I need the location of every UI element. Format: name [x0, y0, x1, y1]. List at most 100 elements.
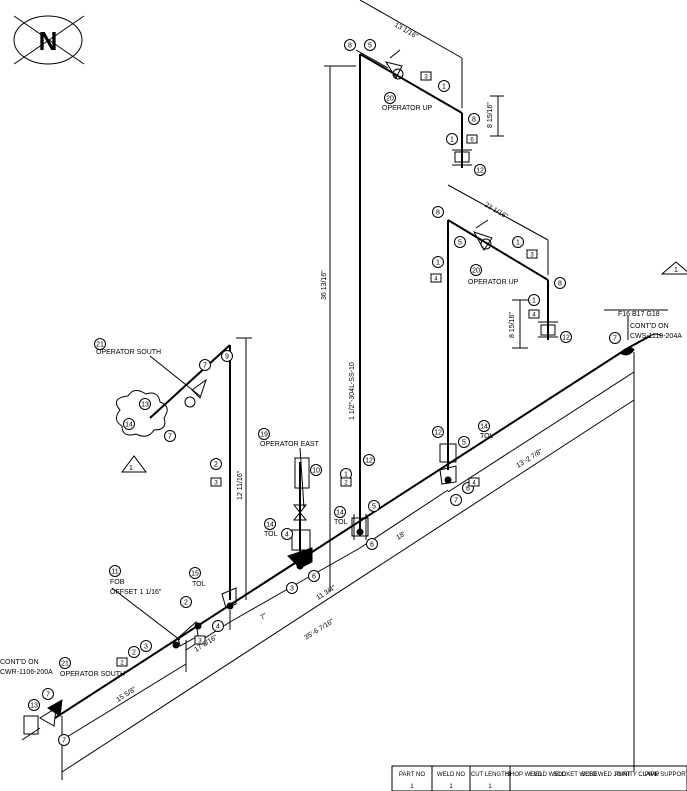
- part-bubble: 1: [446, 133, 458, 145]
- label-contd-right-1: CONT'D ON: [630, 323, 669, 330]
- svg-text:11: 11: [111, 569, 118, 576]
- legend-symbol: 1: [410, 784, 414, 790]
- svg-text:12: 12: [562, 335, 570, 342]
- dim-tall-vertical: 36 13/16": [321, 270, 328, 300]
- weld-tag: 2: [116, 657, 128, 667]
- part-bubble: 4: [212, 620, 224, 632]
- legend-header: PURITY CLAMP: [615, 772, 659, 778]
- top-branch: [359, 49, 472, 168]
- svg-text:7: 7: [613, 336, 617, 343]
- part-bubble: 14: [478, 420, 490, 432]
- label-rev-1: 1: [129, 465, 133, 472]
- weld-tag: 4: [468, 477, 480, 487]
- dim-left-vertical: 12 11/16": [237, 470, 244, 500]
- north-arrow: N: [13, 15, 85, 65]
- part-bubble: 1: [438, 80, 450, 92]
- part-bubble: 20: [470, 264, 482, 276]
- legend-header: CUT LENGTH: [471, 772, 509, 778]
- label-operator-up-1: OPERATOR UP: [382, 105, 433, 112]
- dim-seg-11: 11 3/4": [315, 584, 337, 602]
- svg-text:8: 8: [436, 210, 440, 217]
- svg-text:4: 4: [532, 313, 536, 319]
- svg-text:4: 4: [434, 277, 438, 283]
- svg-text:9: 9: [225, 354, 229, 361]
- leaders: [111, 49, 668, 641]
- svg-text:14: 14: [336, 510, 344, 517]
- revision-triangle: [660, 261, 687, 275]
- right-continuation: [619, 333, 663, 772]
- svg-text:4: 4: [216, 624, 220, 631]
- dim-right-drop: 8 15/16": [509, 312, 516, 338]
- part-bubble: 1: [512, 236, 524, 248]
- part-bubble: 7: [450, 494, 462, 506]
- weld-tag: 3: [210, 477, 222, 487]
- weld-tag: 6: [466, 134, 478, 144]
- svg-text:1: 1: [450, 137, 454, 144]
- legend-header: WELD NO: [437, 772, 465, 778]
- part-bubble: 12: [432, 426, 444, 438]
- legend-header: PIPE SUPPORT: [645, 772, 687, 778]
- svg-text:6: 6: [370, 542, 374, 549]
- part-bubble: 15: [189, 567, 201, 579]
- label-contd-right-2: CWS-1110-204A: [630, 333, 682, 340]
- legend-symbol: 1: [449, 784, 453, 790]
- part-bubble: 8: [468, 113, 480, 125]
- dimension-lines: [61, 0, 635, 773]
- svg-text:1: 1: [436, 260, 440, 267]
- main-pipe: [54, 347, 629, 719]
- svg-text:12: 12: [434, 430, 442, 437]
- part-bubble: 8: [432, 206, 444, 218]
- svg-text:6: 6: [470, 138, 474, 144]
- svg-text:1: 1: [532, 298, 536, 305]
- svg-text:19: 19: [260, 432, 268, 439]
- svg-text:10: 10: [312, 468, 320, 475]
- part-bubble: 14: [334, 506, 346, 518]
- svg-text:12: 12: [476, 168, 484, 175]
- dim-seg-18: 18': [395, 531, 406, 542]
- part-bubble: 7: [164, 430, 176, 442]
- weld-tag: 3: [194, 635, 206, 645]
- part-bubble: 4: [281, 528, 293, 540]
- label-tol-3: TOL: [334, 519, 348, 526]
- svg-text:2: 2: [132, 650, 136, 657]
- svg-text:2: 2: [120, 661, 124, 667]
- dim-seg-7: 7": [259, 612, 269, 622]
- svg-text:4: 4: [285, 532, 289, 539]
- label-operator-east: OPERATOR EAST: [260, 441, 320, 448]
- svg-text:8: 8: [472, 117, 476, 124]
- svg-text:15: 15: [191, 571, 199, 578]
- part-bubble: 2: [210, 458, 222, 470]
- part-bubble: 20: [384, 92, 396, 104]
- part-bubble: 10: [310, 464, 322, 476]
- part-bubble: 12: [474, 164, 486, 176]
- legend-table: [391, 765, 687, 791]
- label-tol-1: TOL: [192, 581, 206, 588]
- svg-text:7: 7: [46, 692, 50, 699]
- legend-symbol: 1: [488, 784, 492, 790]
- svg-text:14: 14: [480, 424, 488, 431]
- svg-text:2: 2: [214, 462, 218, 469]
- svg-text:14: 14: [266, 522, 274, 529]
- weld-tag: 2: [340, 477, 352, 487]
- part-bubble: 1: [528, 294, 540, 306]
- svg-text:21: 21: [96, 342, 104, 349]
- part-bubble: 1: [432, 256, 444, 268]
- svg-text:5: 5: [372, 504, 376, 511]
- label-operator-south-2: OPERATOR SOUTH: [60, 671, 125, 678]
- svg-text:13: 13: [30, 703, 38, 710]
- label-operator-up-2: OPERATOR UP: [468, 279, 519, 286]
- svg-text:5: 5: [462, 440, 466, 447]
- part-bubble: 7: [42, 688, 54, 700]
- dim-mid-vertical: 1 1/2"-304L-SS-10: [349, 362, 356, 420]
- svg-text:6: 6: [466, 486, 470, 493]
- svg-text:1: 1: [442, 84, 446, 91]
- legend-header: SOCKET WELD: [553, 772, 597, 778]
- dim-overall: 35'-6 7/16": [303, 618, 335, 642]
- part-bubble: 7: [58, 734, 70, 746]
- svg-text:20: 20: [386, 96, 394, 103]
- dim-seg-15: 15 5/8": [115, 686, 138, 704]
- part-bubble: 9: [221, 350, 233, 362]
